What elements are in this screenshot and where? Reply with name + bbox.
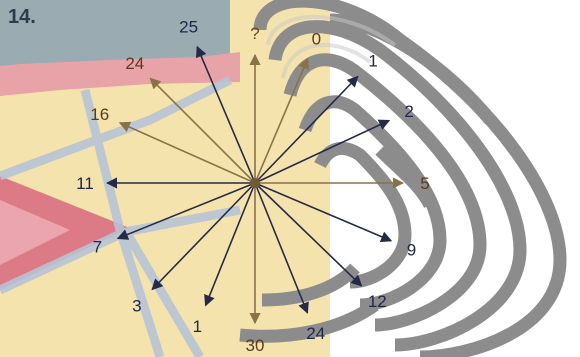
arrow-label-right-2: 2 [404,102,413,121]
arrow-label-up-left-25: 25 [179,18,198,37]
arrow-label-down-left-1: 1 [193,317,202,336]
arrow-label-up-right-0: 0 [312,30,321,49]
arrow-label-down-right-12: 12 [368,292,387,311]
center-hub [250,178,260,188]
ring-highlights [266,14,397,79]
arrow-label-left-11: 11 [76,174,94,193]
arrow-up-left-16 [118,121,256,184]
puzzle-number: 14. [8,6,36,28]
arrow-label-up-right-1: 1 [368,52,377,71]
pink-diamond-light [0,200,70,265]
pink-diamond [0,176,130,290]
arrow-label-down-24: 24 [306,324,325,343]
arrow-down-24 [254,182,309,314]
arrow-down-right-12 [254,182,363,287]
arrow-up-left-25 [195,45,256,184]
arrow-label-top-question: ? [250,24,259,43]
pink-banner [0,52,240,96]
arrow-right-2 [254,119,391,184]
arrow-up-left-24 [149,77,256,184]
arrow-label-down-right-9: 9 [407,240,416,259]
arrow-left-7 [116,182,256,240]
arrow-up-right-1 [254,75,359,184]
arrow-label-up-left-16: 16 [90,105,109,124]
arrow-down-left-3 [151,182,256,291]
arrow-label-up-left-24: 24 [125,54,144,73]
arrow-up-right-0 [254,57,309,184]
arrow-label-left-7: 7 [93,238,102,257]
arrow-label-down-30: 30 [246,336,265,355]
arrow-down-left-1 [204,182,256,307]
arrow-label-right-5: 5 [420,174,429,193]
arrow-down-right-9 [254,182,393,243]
arrow-label-down-left-3: 3 [132,296,141,315]
grey-corner-panel [0,0,230,70]
